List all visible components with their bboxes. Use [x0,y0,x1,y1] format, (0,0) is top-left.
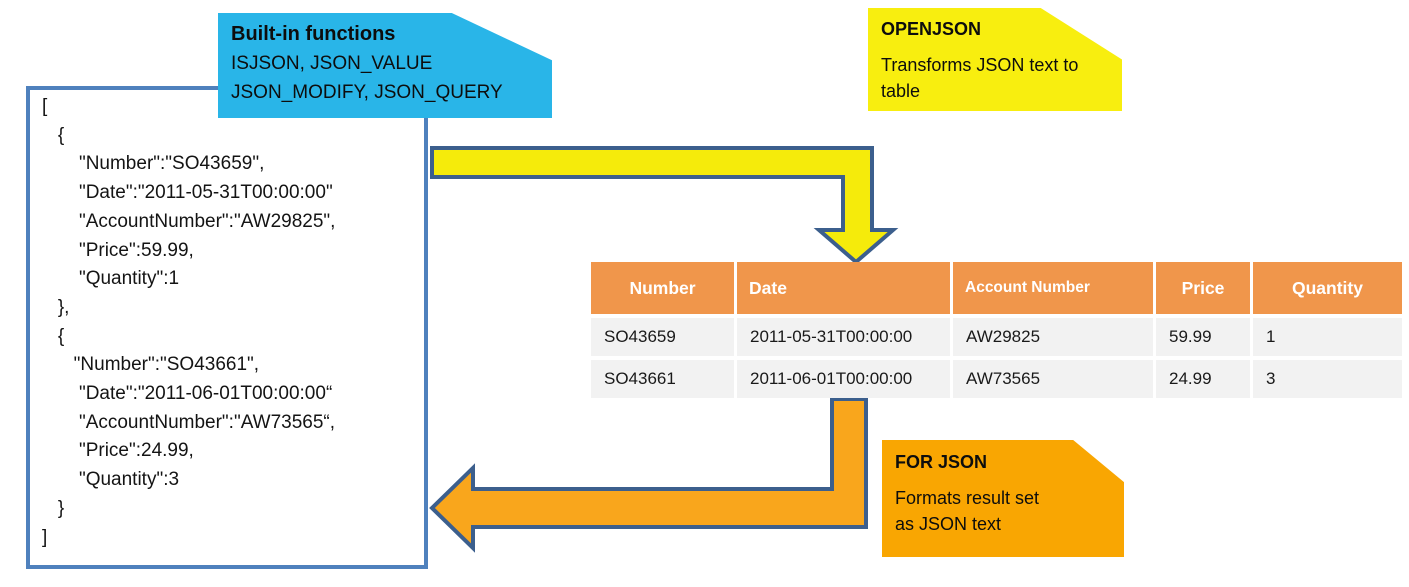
column-header-quantity: Quantity [1253,262,1402,314]
table-cell: 1 [1253,318,1402,356]
builtin-functions-callout: Built-in functions ISJSON, JSON_VALUE JS… [218,13,552,118]
forjson-title: FOR JSON [895,452,988,472]
openjson-arrow [430,146,899,265]
table-cell: SO43659 [591,318,734,356]
column-header-date: Date [737,262,950,314]
builtin-functions-line-2: JSON_MODIFY, JSON_QUERY [231,82,503,103]
table-cell: 59.99 [1156,318,1250,356]
forjson-description: Formats result set as JSON text [895,488,1040,534]
column-header-price: Price [1156,262,1250,314]
json-code: [ { "Number":"SO43659", "Date":"2011-05-… [42,96,336,548]
openjson-callout: OPENJSON Transforms JSON text to table [868,8,1122,111]
column-header-number: Number [591,262,734,314]
table-cell: 2011-06-01T00:00:00 [737,360,950,398]
table-cell: AW29825 [953,318,1153,356]
table-cell: 24.99 [1156,360,1250,398]
forjson-callout: FOR JSON Formats result set as JSON text [882,440,1124,557]
table-cell: 3 [1253,360,1402,398]
builtin-functions-title: Built-in functions [231,23,396,45]
table-cell: 2011-05-31T00:00:00 [737,318,950,356]
table-cell: AW73565 [953,360,1153,398]
openjson-description: Transforms JSON text to table [881,55,1079,101]
table-cell: SO43661 [591,360,734,398]
column-header-account-number: Account Number [953,262,1153,314]
openjson-title: OPENJSON [881,19,982,39]
builtin-functions-line-1: ISJSON, JSON_VALUE [231,53,433,74]
forjson-arrow [429,397,868,553]
json-source-box: [ { "Number":"SO43659", "Date":"2011-05-… [26,86,428,569]
